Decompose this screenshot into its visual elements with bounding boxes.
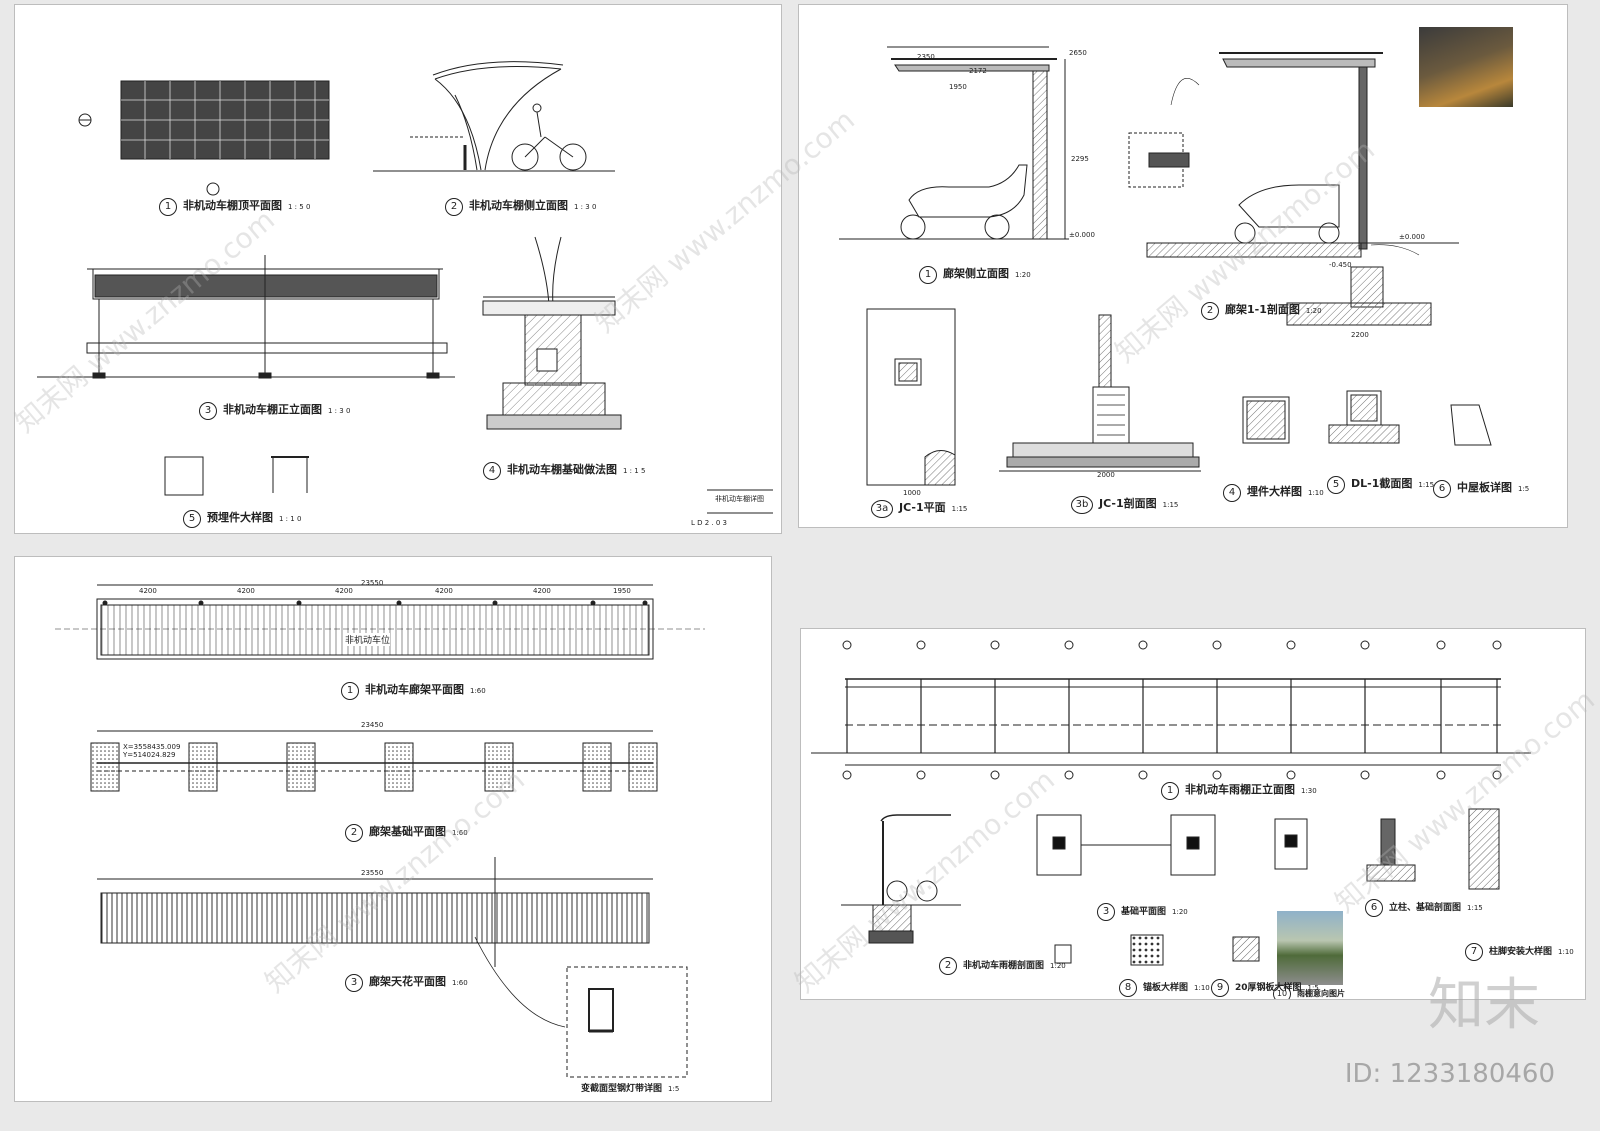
- side-elevation: [373, 61, 615, 172]
- dim-level-minus: -0.450: [1329, 261, 1352, 269]
- jc1-section: [999, 314, 1201, 472]
- plan-label: 非机动车位: [345, 633, 391, 646]
- dim-2295: 2295: [1071, 155, 1089, 163]
- rain-shelter-front-elevation: [811, 640, 1531, 780]
- bay-dim-6: 1950: [613, 587, 631, 595]
- roof-plan: [78, 80, 330, 196]
- total-dimension-3: 23550: [361, 869, 384, 877]
- foundation-plan: [90, 730, 658, 792]
- front-elevation: [37, 255, 455, 379]
- bay-dim-1: 4200: [139, 587, 157, 595]
- column-foundation-section: [1366, 808, 1500, 890]
- foundation-section: [482, 236, 622, 430]
- embed-plate: [1242, 396, 1290, 444]
- sheet-2-drawing: [839, 46, 1492, 486]
- corridor-side-elevation: [839, 46, 1069, 240]
- dim-1000: 1000: [903, 489, 921, 497]
- bay-dim-2: 4200: [237, 587, 255, 595]
- dim-2200: 2200: [1351, 331, 1369, 339]
- sheet-number: L D 2 . 0 3: [691, 519, 728, 527]
- dim-level-zero-2: ±0.000: [1399, 233, 1425, 241]
- total-dimension-2: 23450: [361, 721, 384, 729]
- light-strip-detail: [566, 966, 688, 1078]
- jc1-plan: [866, 308, 956, 486]
- total-dimension: 23550: [361, 579, 384, 587]
- image-id-text: ID: 1233180460: [1344, 1059, 1555, 1089]
- plate-detail: [1450, 404, 1492, 446]
- title-block-text: 非机动车棚详图: [715, 495, 764, 503]
- coord-x: X=3558435.009: [123, 743, 181, 751]
- bay-dim-5: 4200: [533, 587, 551, 595]
- dim-2350: 2350: [917, 53, 935, 61]
- rain-shelter-reference-photo: [1277, 911, 1343, 985]
- drawing-sheet-2: 2350 2172 1950 2650 2295 ±0.000 ±0.000 -…: [798, 4, 1568, 528]
- ceiling-plan: [97, 857, 653, 1028]
- foundation-plan-4: [1036, 814, 1308, 966]
- dim-level-zero: ±0.000: [1069, 231, 1095, 239]
- dim-2650: 2650: [1069, 49, 1087, 57]
- bay-dim-4: 4200: [435, 587, 453, 595]
- coord-y: Y=514024.829: [123, 751, 176, 759]
- drawing-sheet-3: 23550 4200 4200 4200 4200 4200 1950 非机动车…: [14, 556, 772, 1102]
- sheet-3-drawing: [55, 584, 705, 1078]
- sheet-1-drawing: [37, 61, 773, 514]
- corridor-section-1-1: [1128, 52, 1459, 326]
- dim-1950: 1950: [949, 83, 967, 91]
- brand-watermark: 知末: [1428, 973, 1540, 1038]
- embed-detail: [164, 456, 309, 496]
- rain-shelter-section: [841, 814, 961, 944]
- corridor-reference-photo: [1419, 27, 1513, 107]
- dim-2000: 2000: [1097, 471, 1115, 479]
- bay-dim-3: 4200: [335, 587, 353, 595]
- dim-2172: 2172: [969, 67, 987, 75]
- sheet-4-drawing: [811, 640, 1531, 966]
- corridor-plan: [55, 584, 705, 660]
